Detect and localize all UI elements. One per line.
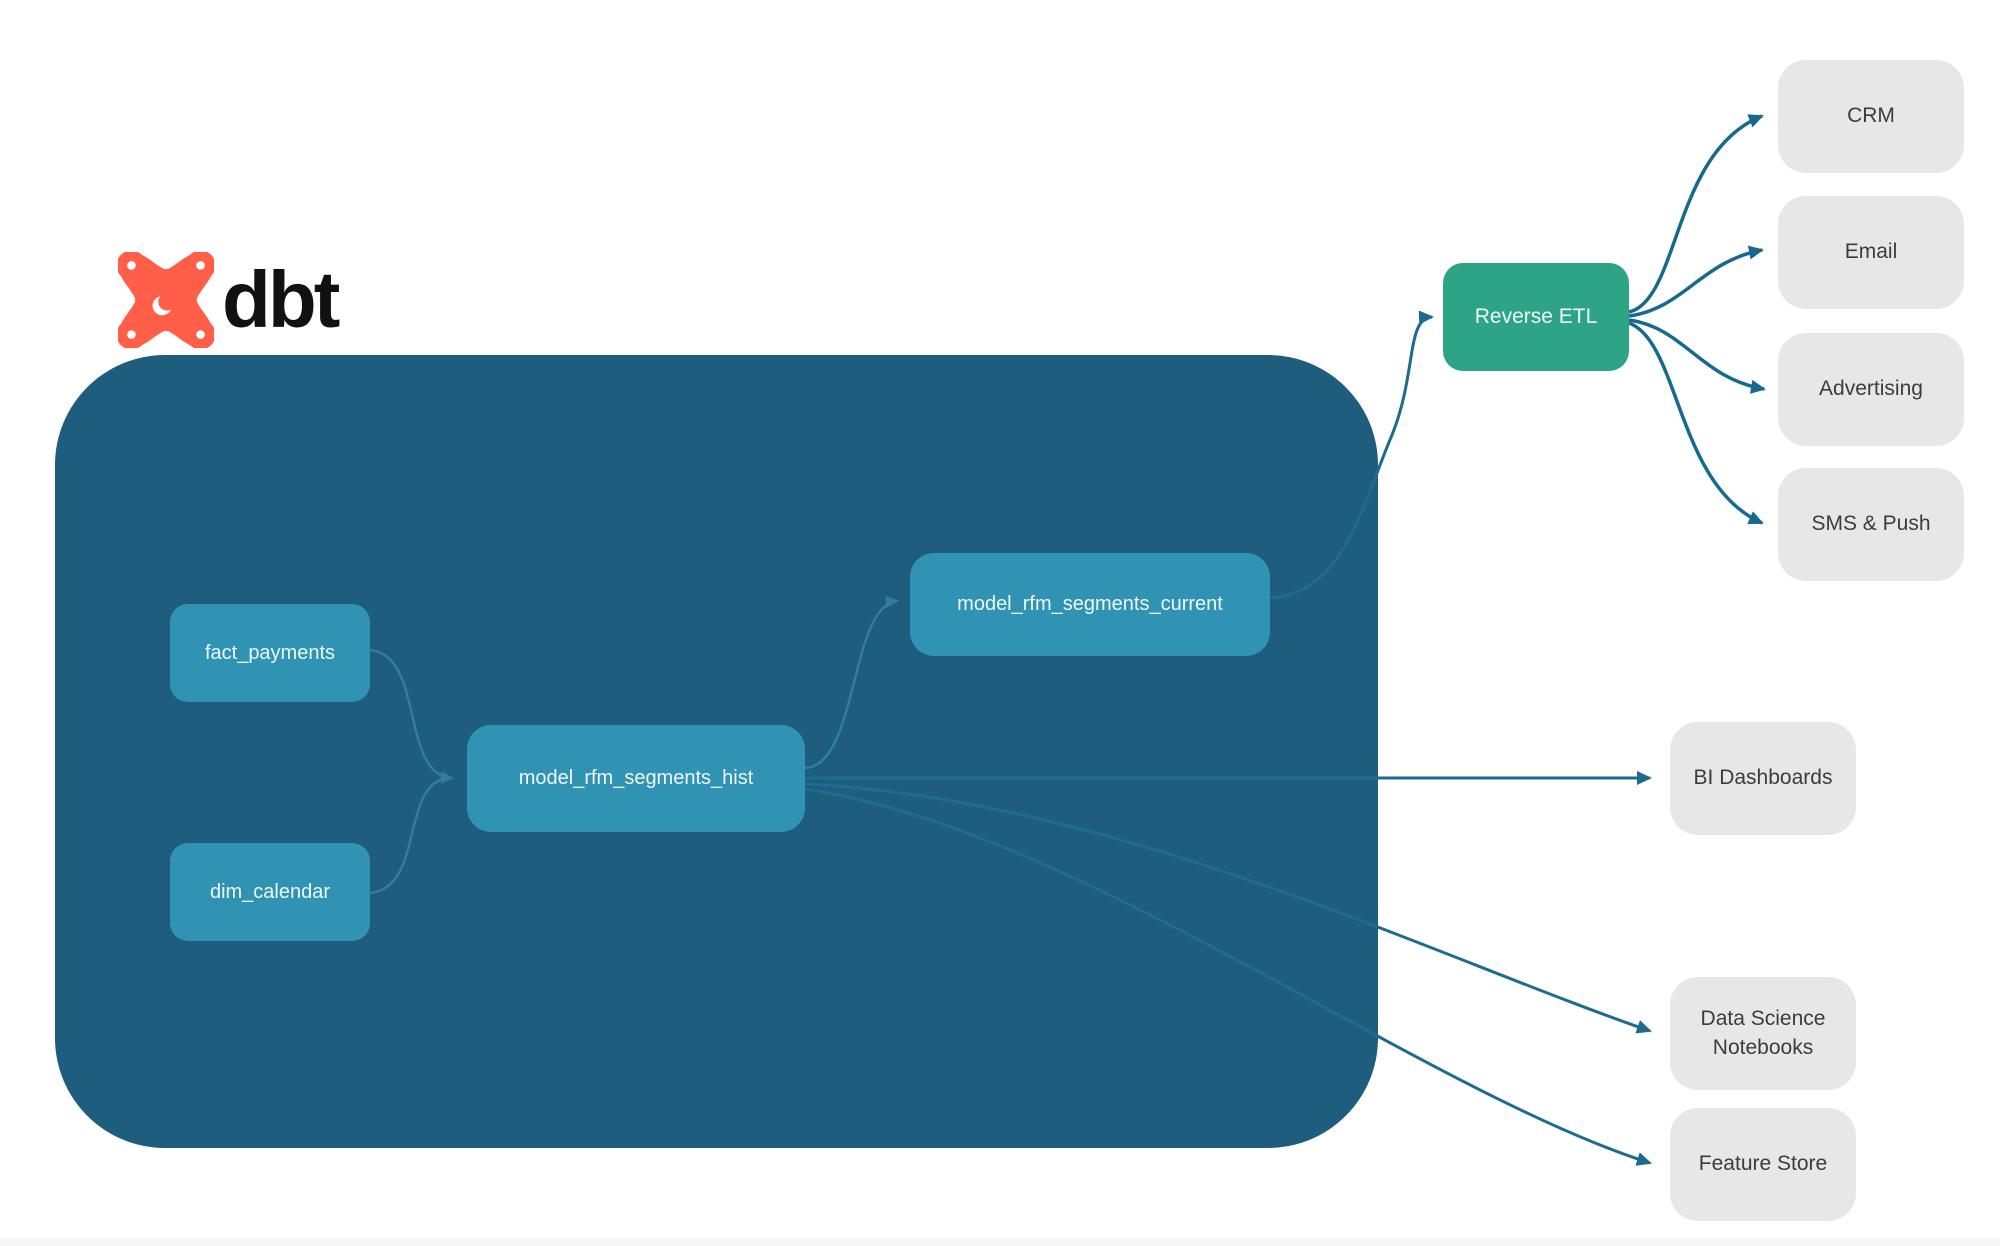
- node-label: Email: [1844, 240, 1898, 264]
- node-label: dim_calendar: [209, 880, 331, 903]
- edge-reverse-etl-to-email: [1628, 245, 1764, 318]
- node-model-rfm-segments-current[interactable]: model_rfm_segments_current: [910, 553, 1270, 656]
- node-label: CRM: [1847, 104, 1895, 128]
- node-label: model_rfm_segments_current: [957, 593, 1223, 615]
- node-label: Advertising: [1819, 377, 1923, 401]
- node-bi-dashboards[interactable]: BI Dashboards: [1670, 722, 1856, 835]
- node-label: BI Dashboards: [1693, 766, 1833, 790]
- node-crm[interactable]: CRM: [1778, 60, 1964, 173]
- node-label: Reverse ETL: [1474, 305, 1598, 328]
- node-dim-calendar[interactable]: dim_calendar: [170, 843, 370, 941]
- node-label: Data Science Notebooks: [1700, 1007, 1826, 1059]
- node-data-science-notebooks[interactable]: Data Science Notebooks: [1670, 977, 1856, 1090]
- dbt-logo: dbt: [118, 252, 340, 348]
- node-label: model_rfm_segments_hist: [518, 767, 754, 789]
- node-email[interactable]: Email: [1778, 196, 1964, 309]
- dbt-logo-icon: [118, 252, 214, 348]
- node-model-rfm-segments-hist[interactable]: model_rfm_segments_hist: [467, 725, 805, 832]
- node-sms-push[interactable]: SMS & Push: [1778, 468, 1964, 581]
- node-advertising[interactable]: Advertising: [1778, 333, 1964, 446]
- node-label: SMS & Push: [1811, 512, 1931, 536]
- node-reverse-etl[interactable]: Reverse ETL: [1443, 263, 1629, 371]
- dbt-logo-text: dbt: [222, 255, 340, 344]
- node-feature-store[interactable]: Feature Store: [1670, 1108, 1856, 1221]
- edge-reverse-etl-to-sms-push: [1628, 321, 1764, 525]
- edge-reverse-etl-to-crm: [1628, 114, 1764, 314]
- bottom-strip: [0, 1238, 2000, 1246]
- node-fact-payments[interactable]: fact_payments: [170, 604, 370, 702]
- node-label: Feature Store: [1698, 1152, 1828, 1176]
- node-label: fact_payments: [204, 641, 336, 664]
- edge-reverse-etl-to-advertising: [1628, 318, 1766, 394]
